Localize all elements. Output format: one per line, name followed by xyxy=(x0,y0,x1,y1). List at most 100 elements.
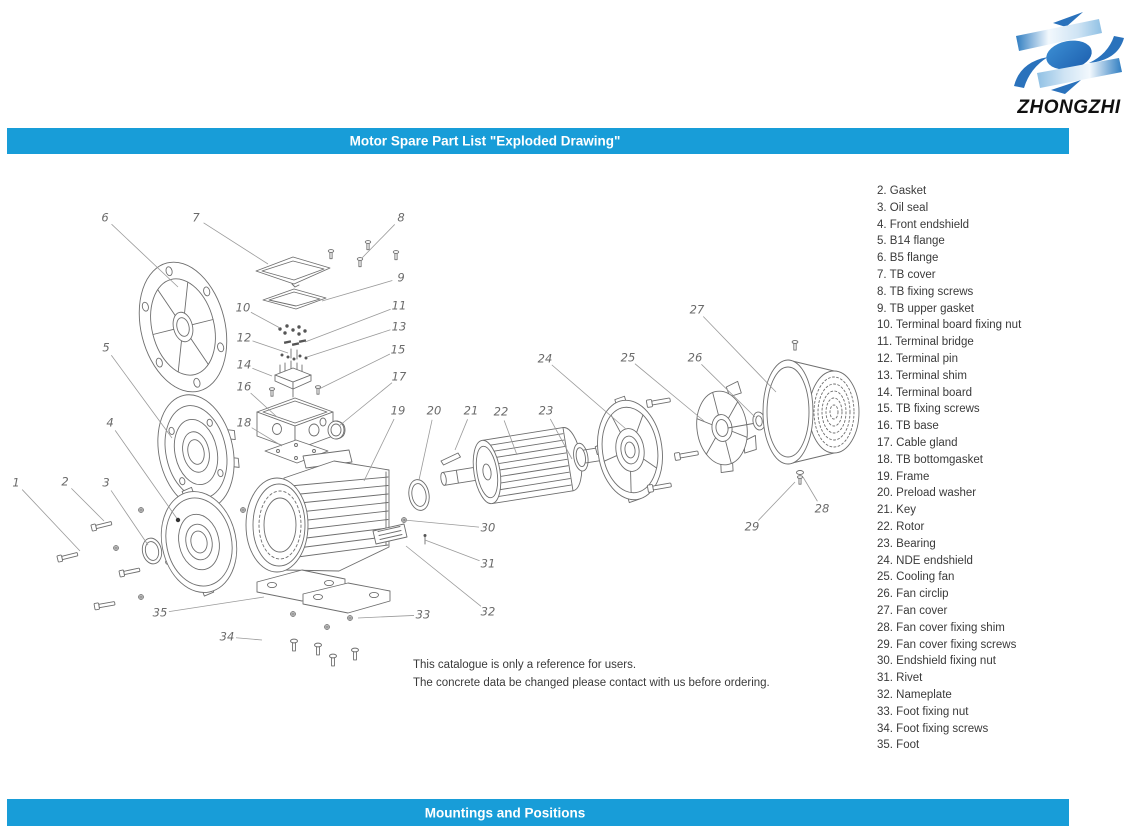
terminal-board xyxy=(275,361,311,397)
leader-line xyxy=(322,281,392,301)
parts-list-item: 6. B5 flange xyxy=(877,252,939,265)
callout-number: 22 xyxy=(494,405,509,419)
parts-list-item: 19. Frame xyxy=(877,470,930,483)
parts-list-item: 20. Preload washer xyxy=(877,487,977,500)
leader-line xyxy=(115,430,178,520)
parts-list-item: 24. NDE endshield xyxy=(877,554,973,567)
leader-line xyxy=(635,364,704,421)
b5-flange xyxy=(126,253,239,401)
leader-line xyxy=(362,224,395,258)
callout-number: 35 xyxy=(153,606,168,620)
leader-line xyxy=(703,316,776,392)
leader-line xyxy=(111,490,148,545)
parts-list-item: 18. TB bottomgasket xyxy=(877,453,983,466)
callout-number: 32 xyxy=(481,605,496,619)
brand-name: ZHONGZHI xyxy=(1017,97,1121,118)
callout-number: 14 xyxy=(237,358,252,372)
parts-list-item: 12. Terminal pin xyxy=(877,352,958,365)
key xyxy=(441,453,461,465)
callout-number: 21 xyxy=(464,404,479,418)
callout-number: 24 xyxy=(538,352,553,366)
leader-line xyxy=(364,419,394,481)
callout-number: 26 xyxy=(688,351,703,365)
tb-base xyxy=(257,398,333,450)
terminal-pins-and-shims xyxy=(280,349,308,361)
leader-line xyxy=(701,364,755,417)
parts-list-item: 11. Terminal bridge xyxy=(877,336,974,349)
callout-number: 23 xyxy=(539,404,554,418)
leader-line xyxy=(252,368,272,376)
fan-circlip xyxy=(752,411,766,430)
tb-cover xyxy=(256,257,330,287)
terminal-board-fixing-nuts xyxy=(278,324,307,336)
b14-flange xyxy=(148,387,249,517)
callout-number: 10 xyxy=(236,301,251,315)
cable-gland xyxy=(328,421,345,439)
callout-number: 9 xyxy=(397,271,404,285)
callout-number: 25 xyxy=(621,351,636,365)
leader-line xyxy=(71,488,104,521)
callout-number: 27 xyxy=(690,303,705,317)
exploded-drawing: 1234567891011121314151617181920212223242… xyxy=(12,211,862,667)
footer-bar: Mountings and Positions xyxy=(7,799,1069,826)
callout-number: 5 xyxy=(102,341,109,355)
parts-list-item: 25. Cooling fan xyxy=(877,571,955,584)
nde-endshield xyxy=(589,392,669,506)
leader-line xyxy=(251,393,277,417)
leader-dot xyxy=(175,517,181,523)
nameplate xyxy=(373,524,407,544)
leader-line xyxy=(169,597,264,612)
footer-title: Mountings and Positions xyxy=(424,805,586,820)
note: This catalogue is only a reference for u… xyxy=(413,657,770,692)
leader-line xyxy=(236,638,262,640)
parts-list-item: 3. Oil seal xyxy=(877,201,929,214)
callout-number: 1 xyxy=(12,476,19,490)
leader-line xyxy=(339,383,392,426)
parts-list-item: 27. Fan cover xyxy=(877,604,948,617)
cooling-fan xyxy=(691,380,760,475)
leader-line xyxy=(319,354,390,389)
rivet xyxy=(423,534,427,544)
callout-number: 11 xyxy=(392,299,407,313)
leader-line xyxy=(406,546,481,606)
fan-cover-fixing-screw xyxy=(797,475,803,485)
tb-upper-gasket xyxy=(263,289,326,309)
callout-number: 2 xyxy=(61,475,68,489)
header-bar: Motor Spare Part List "Exploded Drawing" xyxy=(7,128,1069,154)
parts-list-item: 34. Foot fixing screws xyxy=(877,722,989,735)
leader-line xyxy=(425,540,480,561)
callout-number: 30 xyxy=(481,521,496,535)
leader-line xyxy=(253,341,288,353)
leader-line xyxy=(550,419,572,459)
parts-list-item: 21. Key xyxy=(877,504,916,517)
tb-fixing-screws xyxy=(327,240,400,268)
callout-number: 16 xyxy=(237,380,252,394)
parts-list-item: 8. TB fixing screws xyxy=(877,285,974,298)
page-title: Motor Spare Part List "Exploded Drawing" xyxy=(349,133,621,149)
leader-line xyxy=(307,330,390,357)
parts-list-item: 31. Rivet xyxy=(877,672,923,685)
callout-number: 34 xyxy=(220,630,235,644)
leader-line xyxy=(758,482,795,520)
parts-list-item: 4. Front endshield xyxy=(877,218,970,231)
leader-line xyxy=(803,477,817,501)
leader-line xyxy=(252,428,282,446)
parts-list-item: 33. Foot fixing nut xyxy=(877,705,969,718)
parts-list-item: 23. Bearing xyxy=(877,537,936,550)
parts-list-item: 22. Rotor xyxy=(877,520,925,533)
callout-number: 17 xyxy=(392,370,407,384)
callout-number: 18 xyxy=(237,416,252,430)
note-line-1: This catalogue is only a reference for u… xyxy=(413,659,637,671)
leader-line xyxy=(22,490,80,551)
foot-fixing-nuts xyxy=(290,611,353,630)
foot-fixing-screws xyxy=(289,638,360,667)
leader-line xyxy=(504,420,517,455)
parts-list-item: 7. TB cover xyxy=(877,268,936,281)
callout-number: 19 xyxy=(391,404,406,418)
parts-list-item: 5. B14 flange xyxy=(877,235,945,248)
parts-list-item: 29. Fan cover fixing screws xyxy=(877,638,1017,651)
